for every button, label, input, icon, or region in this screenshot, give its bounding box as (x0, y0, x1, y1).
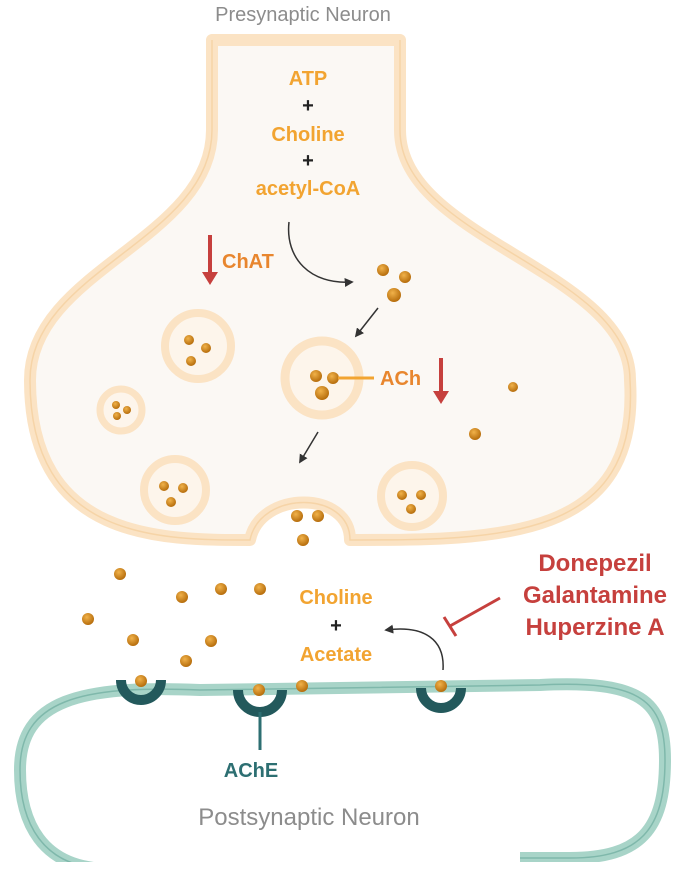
presynaptic-title: Presynaptic Neuron (215, 4, 391, 26)
molecules (82, 264, 518, 696)
plus-sign: + (330, 615, 342, 637)
vesicle (140, 455, 210, 525)
presynaptic-membrane (24, 34, 637, 546)
atp-label: ATP (289, 68, 328, 90)
acetyl-coa-label: acetyl-CoA (256, 178, 360, 200)
choline-label: Choline (271, 124, 344, 146)
vesicle (96, 385, 146, 435)
inhibition-line (442, 596, 501, 637)
inhibitor-donepezil: Donepezil (538, 550, 651, 577)
chat-label: ChAT (222, 251, 274, 273)
vesicle (377, 461, 447, 531)
ache-label: AChE (224, 760, 278, 782)
ache-receptor (116, 679, 166, 705)
chat-down-arrow-icon (202, 235, 218, 285)
ache-receptor (416, 687, 466, 713)
acetate-label: Acetate (300, 644, 372, 666)
postsynaptic-membrane (13, 678, 672, 869)
synthesis-arrow (287, 221, 354, 287)
postsynaptic-title: Postsynaptic Neuron (198, 804, 419, 831)
plus-sign: + (302, 150, 314, 172)
ach-down-arrow-icon (433, 358, 449, 404)
breakdown-choline-label: Choline (299, 587, 372, 609)
ach-label: ACh (380, 368, 421, 390)
vesicle (161, 309, 235, 383)
to-vesicle-arrow (354, 307, 379, 338)
inhibitor-huperzine-a: Huperzine A (525, 614, 664, 641)
breakdown-arrow (384, 624, 444, 671)
plus-sign: + (302, 95, 314, 117)
to-release-arrow (299, 431, 319, 464)
inhibitor-galantamine: Galantamine (523, 582, 667, 609)
